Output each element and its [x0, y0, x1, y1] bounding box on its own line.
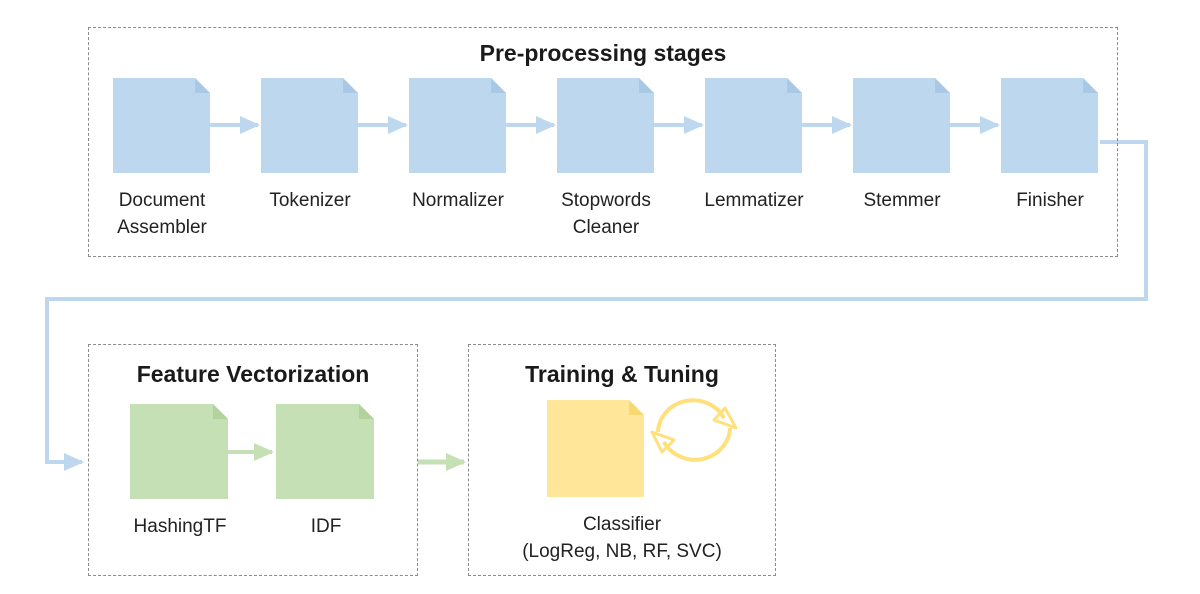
- arrow-finisher-vectorization: [45, 140, 1148, 471]
- stage-label-finisher: Finisher: [1016, 190, 1084, 211]
- document-icon: [1001, 78, 1098, 173]
- document-icon: [409, 78, 506, 173]
- stage-label-lemmatizer: Lemmatizer: [704, 190, 804, 211]
- training-title: Training & Tuning: [525, 361, 719, 387]
- stage-label-tokenizer: Tokenizer: [269, 190, 351, 211]
- preprocessing-group: Pre-processing stages: [88, 27, 1118, 257]
- stage-label-idf: IDF: [310, 516, 342, 537]
- document-icon: [853, 78, 950, 173]
- preprocessing-title: Pre-processing stages: [479, 40, 727, 66]
- refresh-cycle-icon: [646, 388, 742, 472]
- document-icon: [557, 78, 654, 173]
- document-icon: [705, 78, 802, 173]
- stage-label-hashingtf: HashingTF: [133, 516, 227, 537]
- document-icon: [130, 404, 228, 499]
- document-icon: [547, 400, 644, 497]
- vectorization-title: Feature Vectorization: [136, 361, 370, 387]
- stage-label-stopwords-cleaner: Stopwords Cleaner: [561, 190, 651, 238]
- stage-label-stemmer: Stemmer: [863, 190, 941, 211]
- classifier-label: Classifier (LogReg, NB, RF, SVC): [522, 514, 722, 562]
- document-icon: [276, 404, 374, 499]
- stage-label-document-assembler: Document Assembler: [117, 190, 207, 238]
- training-group: Training & Tuning: [468, 344, 776, 576]
- document-icon: [113, 78, 210, 173]
- document-icon: [261, 78, 358, 173]
- stage-label-normalizer: Normalizer: [412, 190, 504, 211]
- vectorization-group: Feature Vectorization: [88, 344, 418, 576]
